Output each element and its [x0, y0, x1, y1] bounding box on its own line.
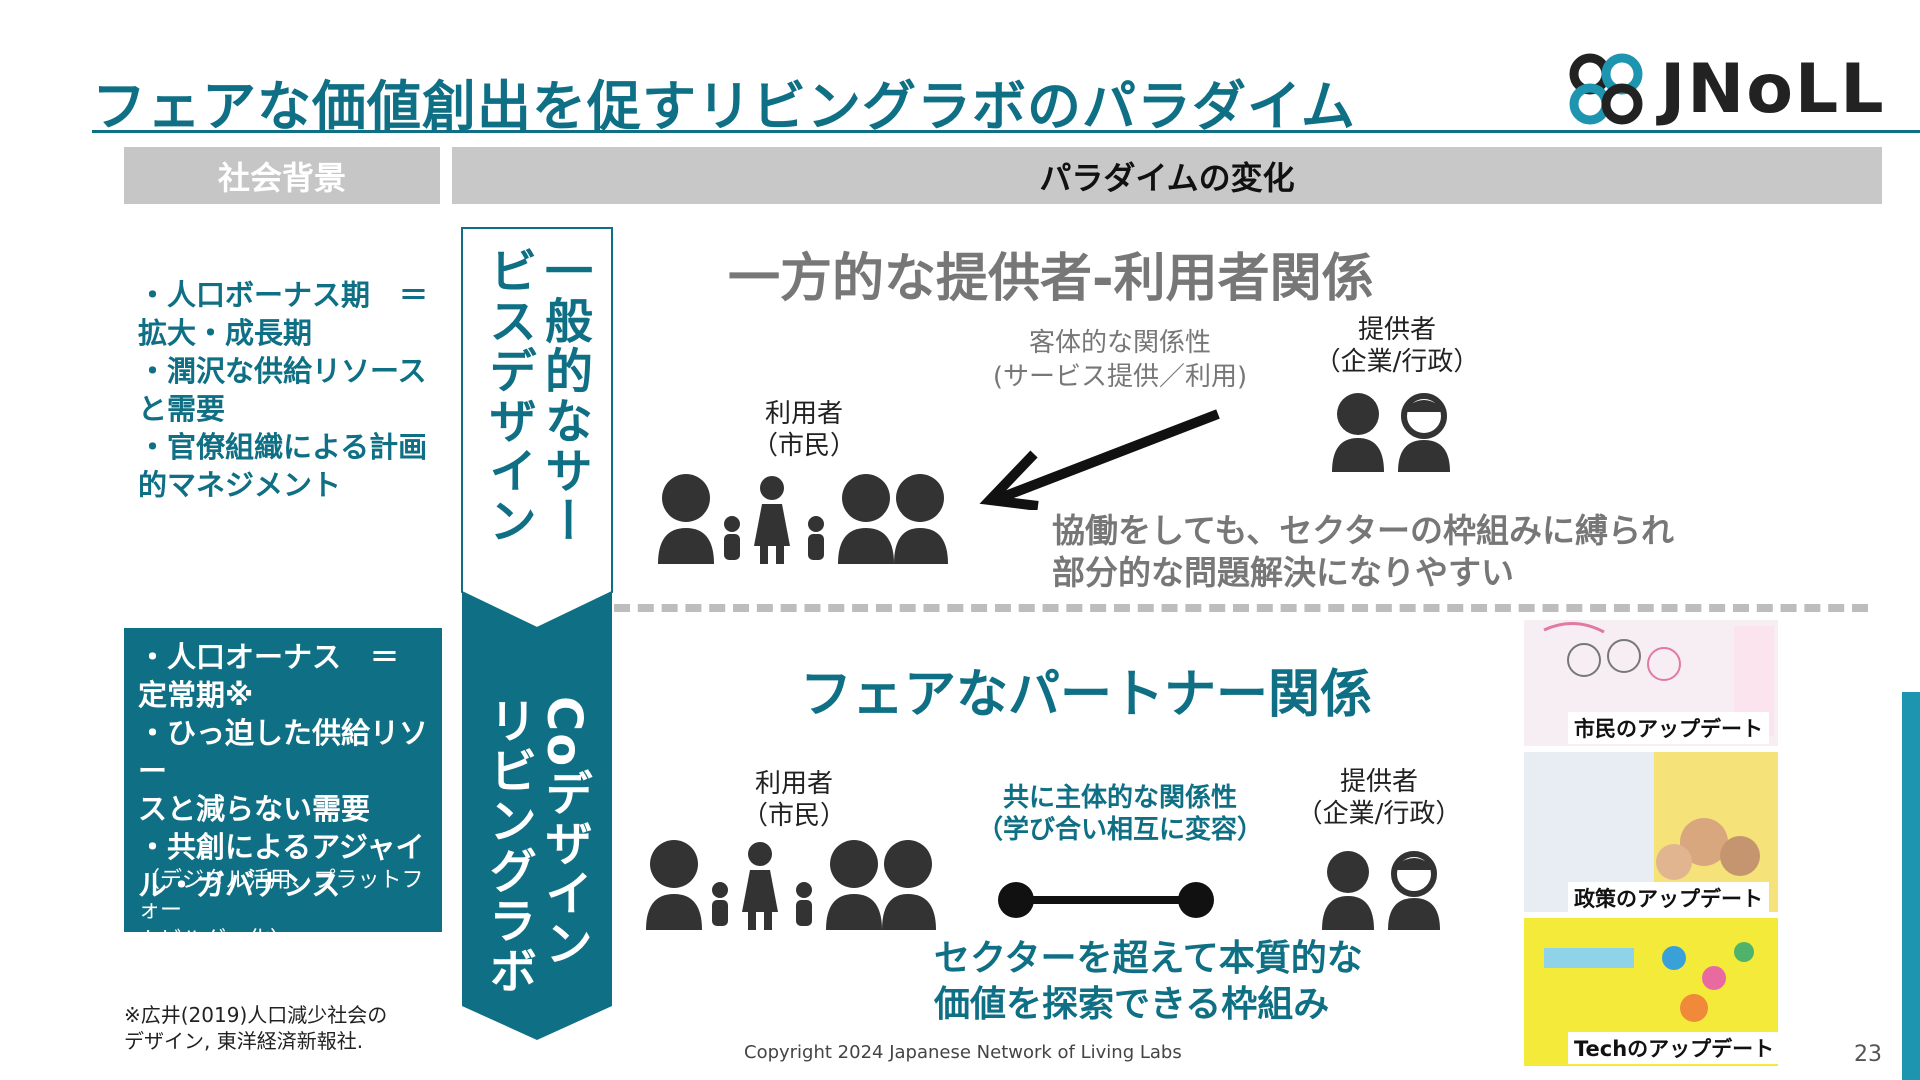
top-provider-label: 提供者 （企業/行政）: [1312, 314, 1482, 378]
background-bottom-sub: （デジタル活用、プラットフォー ムビルダー化）: [138, 866, 438, 956]
background-bottom-line: ・人口オーナス ＝: [138, 640, 400, 674]
bottom-provider-label: 提供者 （企業/行政）: [1294, 766, 1464, 830]
background-bottom-line: ・ひっ迫した供給リソー: [138, 716, 429, 788]
jnoll-logo: JNoLL: [1560, 44, 1920, 134]
header-social-background: 社会背景: [124, 147, 440, 204]
policy-update-thumbnail: 政策のアップデート: [1524, 752, 1778, 914]
header-paradigm-change: パラダイムの変化: [452, 147, 1882, 204]
top-user-line: 利用者: [764, 399, 843, 429]
citizens-group-icon: [646, 840, 936, 930]
arrow-lower-fill: [462, 592, 612, 1040]
top-provider-line: 提供者: [1357, 315, 1436, 345]
background-bottom-main: ・人口オーナス ＝ 定常期※ ・ひっ迫した供給リソー スと減らない需要 ・共創に…: [138, 638, 438, 904]
policy-update-label: 政策のアップデート: [1568, 882, 1769, 914]
tech-update-thumbnail: Techのアップデート: [1524, 918, 1781, 1066]
accent-bar: [1902, 692, 1920, 1080]
bottom-provider-line: 提供者: [1339, 767, 1418, 797]
section-divider: [614, 604, 1868, 612]
top-user-label: 利用者 （市民）: [744, 398, 864, 462]
bottom-caption-line: 価値を探索できる枠組み: [934, 984, 1330, 1025]
background-bottom-line: ・共創によるアジャイ: [138, 830, 425, 864]
background-bottom-box: ・人口オーナス ＝ 定常期※ ・ひっ迫した供給リソー スと減らない需要 ・共創に…: [124, 628, 442, 953]
one-way-arrow-icon: [979, 409, 1220, 510]
footnote: ※広井(2019)人口減少社会の デザイン, 東洋経済新報社.: [124, 1002, 387, 1054]
copyright-text: Copyright 2024 Japanese Network of Livin…: [744, 1042, 1182, 1063]
chain-link-icon: [1569, 53, 1643, 125]
providers-group-icon: [1322, 851, 1440, 930]
top-caption-line: 部分的な問題解決になりやすい: [1052, 553, 1514, 592]
tech-update-label: Techのアップデート: [1568, 1032, 1781, 1064]
tech-illustration-icon: [1544, 942, 1754, 1022]
background-bottom-sub-line: ムビルダー化）: [138, 928, 293, 953]
top-caption-line: 協働をしても、セクターの枠組みに縛られ: [1052, 511, 1675, 550]
logo-text: JNoLL: [1660, 50, 1886, 129]
top-user-line: （市民）: [751, 431, 856, 461]
bottom-section-title: フェアなパートナー関係: [800, 665, 1373, 725]
citizen-update-label: 市民のアップデート: [1568, 712, 1769, 744]
background-top-line: と需要: [138, 392, 226, 426]
bottom-caption: セクターを超えて本質的な 価値を探索できる枠組み: [934, 936, 1363, 1028]
top-relation-label: 客体的な関係性 (サービス提供／利用): [980, 326, 1260, 394]
background-bottom-line: ル・ガバナンス: [138, 868, 341, 902]
background-top-line: 拡大・成長期: [138, 316, 313, 350]
bottom-caption-line: セクターを超えて本質的な: [934, 938, 1363, 979]
slide-title: フェアな価値創出を促すリビングラボのパラダイム: [92, 75, 1356, 138]
update-thumbnails: 市民のアップデート 政策のアップデート Techのアップデート: [1524, 620, 1781, 1066]
citizens-group-icon: [658, 474, 948, 564]
bottom-relation-line: 共に主体的な関係性: [1002, 783, 1237, 813]
top-caption: 協働をしても、セクターの枠組みに縛られ 部分的な問題解決になりやすい: [1052, 510, 1674, 594]
page-number: 23: [1854, 1042, 1882, 1067]
arrow-text-general-service-design: 一般的なサービスデザイン: [480, 246, 592, 546]
top-relation-line: 客体的な関係性: [1028, 328, 1211, 358]
background-top-text: ・人口ボーナス期 ＝ 拡大・成長期 ・潤沢な供給リソース と需要 ・官僚組織によ…: [138, 276, 438, 504]
background-top-line: ・官僚組織による計画: [138, 430, 428, 464]
top-relation-line: (サービス提供／利用): [992, 362, 1248, 392]
footnote-line: デザイン, 東洋経済新報社.: [124, 1029, 364, 1053]
mutual-connector-icon: [998, 882, 1214, 918]
bottom-user-label: 利用者 （市民）: [734, 768, 854, 832]
bottom-provider-line: （企業/行政）: [1296, 799, 1462, 829]
top-section-title: 一方的な提供者-利用者関係: [728, 249, 1374, 309]
background-bottom-sub-line: （デジタル活用、プラットフォー: [138, 868, 424, 923]
title-underline: [92, 130, 1920, 133]
arrow-text-co-design-living-lab: Coデザインリビングラボ: [480, 696, 592, 996]
top-provider-line: （企業/行政）: [1314, 347, 1480, 377]
paradigm-arrow: [461, 227, 613, 1040]
citizen-update-thumbnail: 市民のアップデート: [1524, 620, 1778, 746]
background-bottom-line: スと減らない需要: [138, 792, 371, 826]
footnote-line: ※広井(2019)人口減少社会の: [124, 1003, 388, 1027]
bottom-relation-label: 共に主体的な関係性 （学び合い相互に変容）: [960, 782, 1280, 846]
background-top-line: 的マネジメント: [138, 468, 342, 502]
background-bottom-line: 定常期※: [138, 678, 254, 712]
bottom-user-line: 利用者: [754, 769, 833, 799]
providers-group-icon: [1332, 393, 1450, 472]
bottom-relation-line: （学び合い相互に変容）: [976, 815, 1263, 845]
background-top-line: ・潤沢な供給リソース: [138, 354, 427, 388]
background-top-line: ・人口ボーナス期 ＝: [138, 278, 429, 312]
bottom-user-line: （市民）: [741, 801, 846, 831]
